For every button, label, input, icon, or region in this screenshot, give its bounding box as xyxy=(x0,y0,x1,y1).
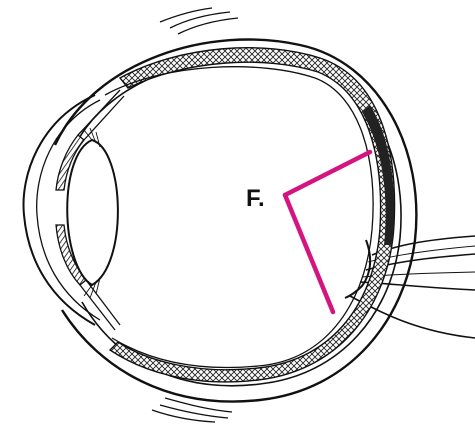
iris-upper xyxy=(55,89,125,191)
eyelid-lines-bottom xyxy=(151,397,233,423)
cornea xyxy=(22,94,101,326)
eyelid-lines-top xyxy=(159,7,239,35)
label-F-text: F. xyxy=(246,185,265,212)
optic-disc xyxy=(344,239,372,299)
label-F-pointer xyxy=(282,149,373,315)
vitreous-boundary xyxy=(104,66,374,369)
sclera-outer xyxy=(53,38,418,403)
retina-choroid-band xyxy=(108,47,396,383)
suspensory-ligaments xyxy=(83,127,101,299)
sclera-inner xyxy=(77,56,402,387)
choroid-shading xyxy=(362,105,395,245)
